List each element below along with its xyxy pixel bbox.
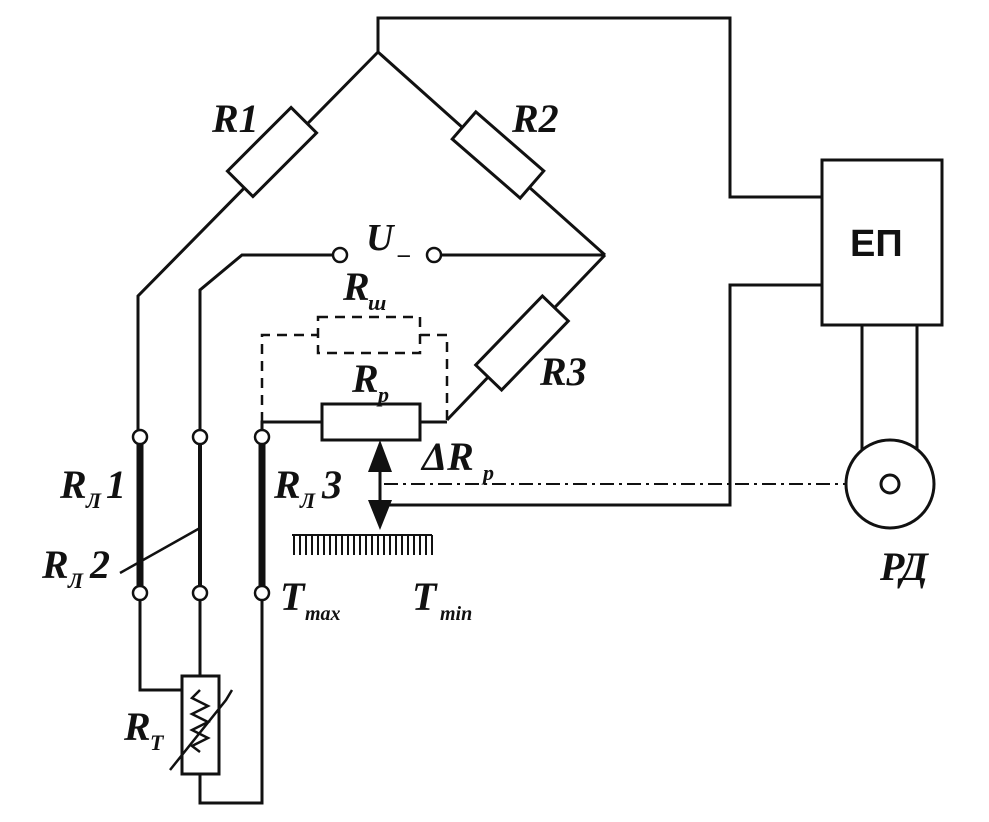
- label-r3: R3: [539, 349, 587, 394]
- label-r-p: R: [351, 356, 379, 401]
- label-u-sub: –: [397, 242, 410, 268]
- label-delta-r-p-sub: p: [481, 460, 494, 485]
- label-rd: РД: [879, 544, 929, 589]
- label-r-p-sub: p: [376, 382, 389, 407]
- thermistor-rt: [169, 674, 234, 776]
- resistor-r2: [450, 109, 546, 201]
- resistor-r1: [225, 105, 319, 199]
- sensor-wiring: [138, 597, 264, 805]
- label-t-max-sub: max: [305, 603, 341, 625]
- motor-rd: [844, 325, 936, 530]
- label-rl3-num: 3: [321, 462, 342, 507]
- lead-wires: [119, 437, 266, 593]
- label-rl2-sub: Л: [67, 568, 84, 593]
- label-t-min-sub: min: [440, 603, 472, 625]
- label-rl1: R: [59, 462, 87, 507]
- rheostat-rp: [320, 402, 422, 442]
- label-rl2: R: [41, 542, 69, 587]
- temperature-scale: [292, 534, 433, 555]
- label-u: U: [366, 217, 396, 259]
- label-rl1-num: 1: [106, 462, 126, 507]
- label-rl2-num: 2: [89, 542, 110, 587]
- label-t-max: T: [280, 574, 306, 619]
- label-ep: ЕП: [850, 223, 903, 265]
- label-r1: R1: [211, 96, 259, 141]
- label-delta-r-p: ΔR: [420, 434, 474, 479]
- electronic-amplifier-box: [820, 158, 944, 327]
- label-r-sh: R: [342, 264, 370, 309]
- label-r2: R2: [511, 96, 559, 141]
- bridge-wiring: [136, 16, 822, 507]
- label-rl1-sub: Л: [85, 488, 102, 513]
- label-t-min: T: [412, 574, 438, 619]
- terminals: [131, 246, 443, 602]
- label-r-t-sub: T: [150, 730, 165, 755]
- resistor-r3: [473, 293, 571, 393]
- slider-arrow: [368, 440, 392, 530]
- label-r-sh-sub: ш: [368, 290, 386, 315]
- label-rl3: R: [273, 462, 301, 507]
- label-r-t: R: [123, 704, 151, 749]
- label-rl3-sub: Л: [299, 488, 316, 513]
- shunt-resistor-dashed: [260, 315, 449, 422]
